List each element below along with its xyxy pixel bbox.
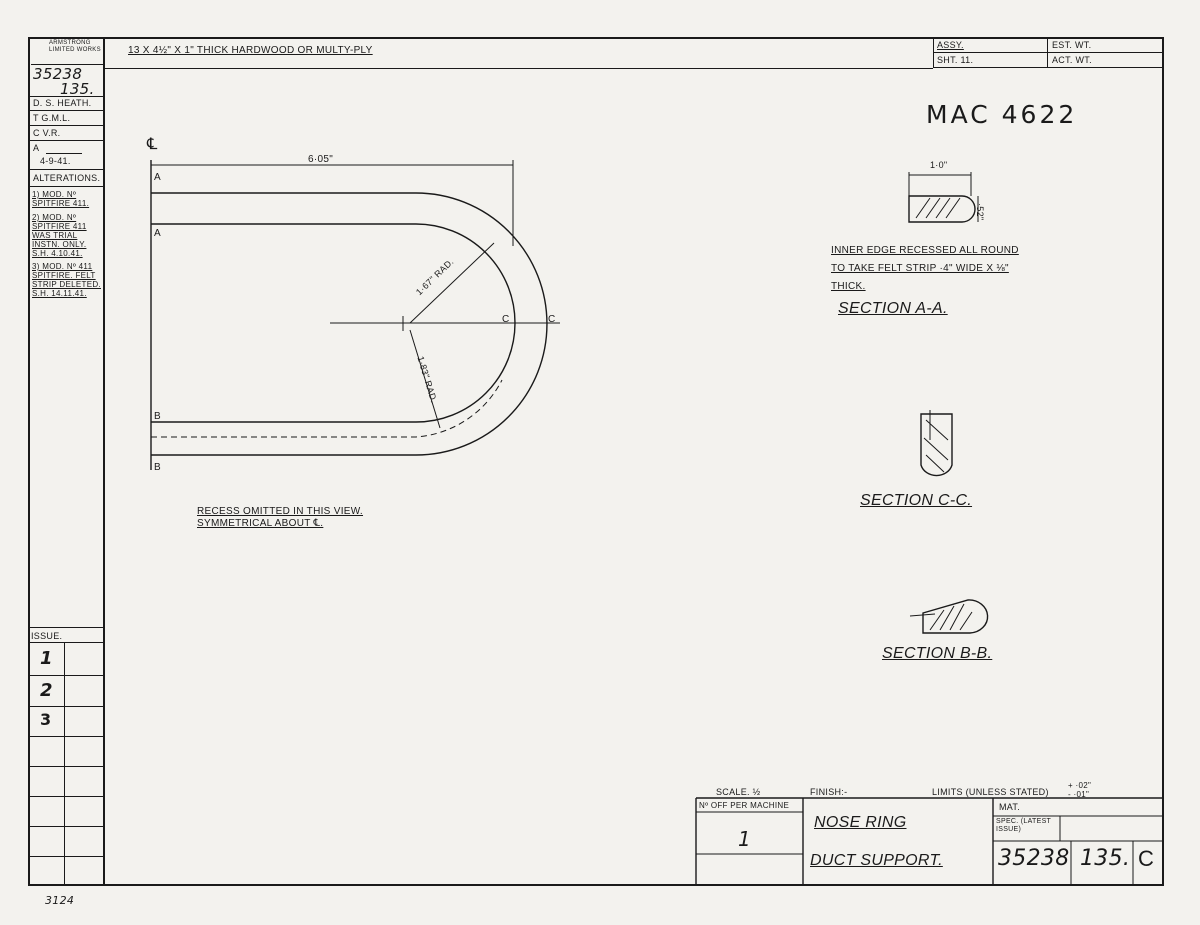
part-title-line-2: DUCT SUPPORT. xyxy=(810,852,943,869)
issue-row xyxy=(30,856,104,857)
length-dimension: 6·05" xyxy=(308,154,334,165)
strip-line xyxy=(30,140,104,141)
section-aa-note-2: TO TAKE FELT STRIP ·4" WIDE X ⅛" xyxy=(831,263,1009,274)
approval-date: 4-9-41. xyxy=(40,156,71,166)
logo-text: ARMSTRONG LIMITED WORKS xyxy=(49,40,101,53)
note-recess: RECESS OMITTED IN THIS VIEW. xyxy=(197,506,364,517)
section-aa-note-1: INNER EDGE RECESSED ALL ROUND xyxy=(831,245,1019,256)
mat-label: MAT. xyxy=(999,802,1021,812)
top-right-row xyxy=(933,52,1162,53)
scale-label: SCALE. ½ xyxy=(716,787,761,797)
strip-line xyxy=(30,186,104,187)
issue-mark-3: 3 xyxy=(40,710,52,729)
alterations-heading: ALTERATIONS. xyxy=(33,173,101,183)
issue-row xyxy=(30,642,104,643)
material-underline xyxy=(105,68,933,69)
frame-left xyxy=(28,37,30,886)
assy-label: ASSY. xyxy=(937,40,964,50)
drawing-number: 35238 xyxy=(33,65,83,83)
approval-signature xyxy=(46,143,82,154)
tolerance-minus: - ·01" xyxy=(1068,790,1090,799)
issue-col xyxy=(64,642,65,884)
sheet-sub-number: 135. xyxy=(60,80,95,98)
issue-heading: ISSUE. xyxy=(31,631,63,641)
mac-number: MAC 4622 xyxy=(926,100,1078,129)
section-b-label-bottom: B xyxy=(154,462,161,473)
issue-row xyxy=(30,766,104,767)
issue-box-top xyxy=(30,627,104,628)
issue-row xyxy=(30,826,104,827)
finish-label: FINISH:- xyxy=(810,787,848,797)
section-aa-height: ·52" xyxy=(975,203,985,221)
no-off-value: 1 xyxy=(738,827,752,851)
logo: ARMSTRONG LIMITED WORKS xyxy=(31,38,103,65)
material-note: 13 X 4½" X 1" THICK HARDWOOD OR MULTY-PL… xyxy=(128,45,373,56)
issue-row xyxy=(30,706,104,707)
section-c-label-inner: C xyxy=(502,314,510,325)
no-off-label: Nº OFF PER MACHINE xyxy=(699,801,790,810)
frame-top xyxy=(28,37,1164,39)
tolerance-plus: + ·02" xyxy=(1068,781,1092,790)
limits-label: LIMITS (UNLESS STATED) xyxy=(932,787,1049,797)
note-symmetry: SYMMETRICAL ABOUT ℄. xyxy=(197,518,324,529)
section-cc-title: SECTION C-C. xyxy=(860,492,973,509)
strip-line xyxy=(30,96,104,97)
section-aa-note-3: THICK. xyxy=(831,281,866,292)
part-sub-number: 135. xyxy=(1080,846,1131,871)
section-bb-title: SECTION B-B. xyxy=(882,645,993,662)
frame-bottom xyxy=(28,884,1164,886)
alteration-1: 1) MOD. Nº SPITFIRE 411. xyxy=(32,190,90,208)
corner-note: 3124 xyxy=(45,894,75,907)
issue-letter: C xyxy=(1138,846,1155,871)
part-number: 35238 xyxy=(998,846,1070,871)
checked-by: C V.R. xyxy=(33,128,61,138)
issue-row xyxy=(30,675,104,676)
section-aa-title: SECTION A-A. xyxy=(838,300,948,317)
alteration-2: 2) MOD. Nº SPITFIRE 411 WAS TRIAL INSTN.… xyxy=(32,213,87,258)
centre-mark: ℄ xyxy=(147,136,158,153)
sheet-label: SHT. 11. xyxy=(937,55,974,65)
issue-mark-2: 2 xyxy=(40,680,53,701)
section-a-label-top: A xyxy=(154,172,161,183)
approved-by: A xyxy=(33,143,40,153)
spec-label: SPEC. (LATEST ISSUE) xyxy=(996,818,1051,833)
section-aa-width: 1·0" xyxy=(930,160,948,170)
issue-mark-1: 1 xyxy=(40,648,53,669)
traced-by: T G.M.L. xyxy=(33,113,71,123)
section-c-label-outer: C xyxy=(548,314,556,325)
left-strip-divider xyxy=(103,37,105,886)
strip-line xyxy=(30,110,104,111)
part-title-line-1: NOSE RING xyxy=(814,814,907,831)
drawn-by: D. S. HEATH. xyxy=(33,98,92,108)
issue-row xyxy=(30,796,104,797)
act-wt-label: ACT. WT. xyxy=(1052,55,1092,65)
section-a-label-bottom: A xyxy=(154,228,161,239)
frame-right xyxy=(1162,37,1164,886)
est-wt-label: EST. WT. xyxy=(1052,40,1092,50)
strip-line xyxy=(30,169,104,170)
section-b-label-top: B xyxy=(154,411,161,422)
alteration-3: 3) MOD. Nº 411 SPITFIRE. FELT STRIP DELE… xyxy=(32,262,101,298)
strip-line xyxy=(30,125,104,126)
issue-row xyxy=(30,736,104,737)
